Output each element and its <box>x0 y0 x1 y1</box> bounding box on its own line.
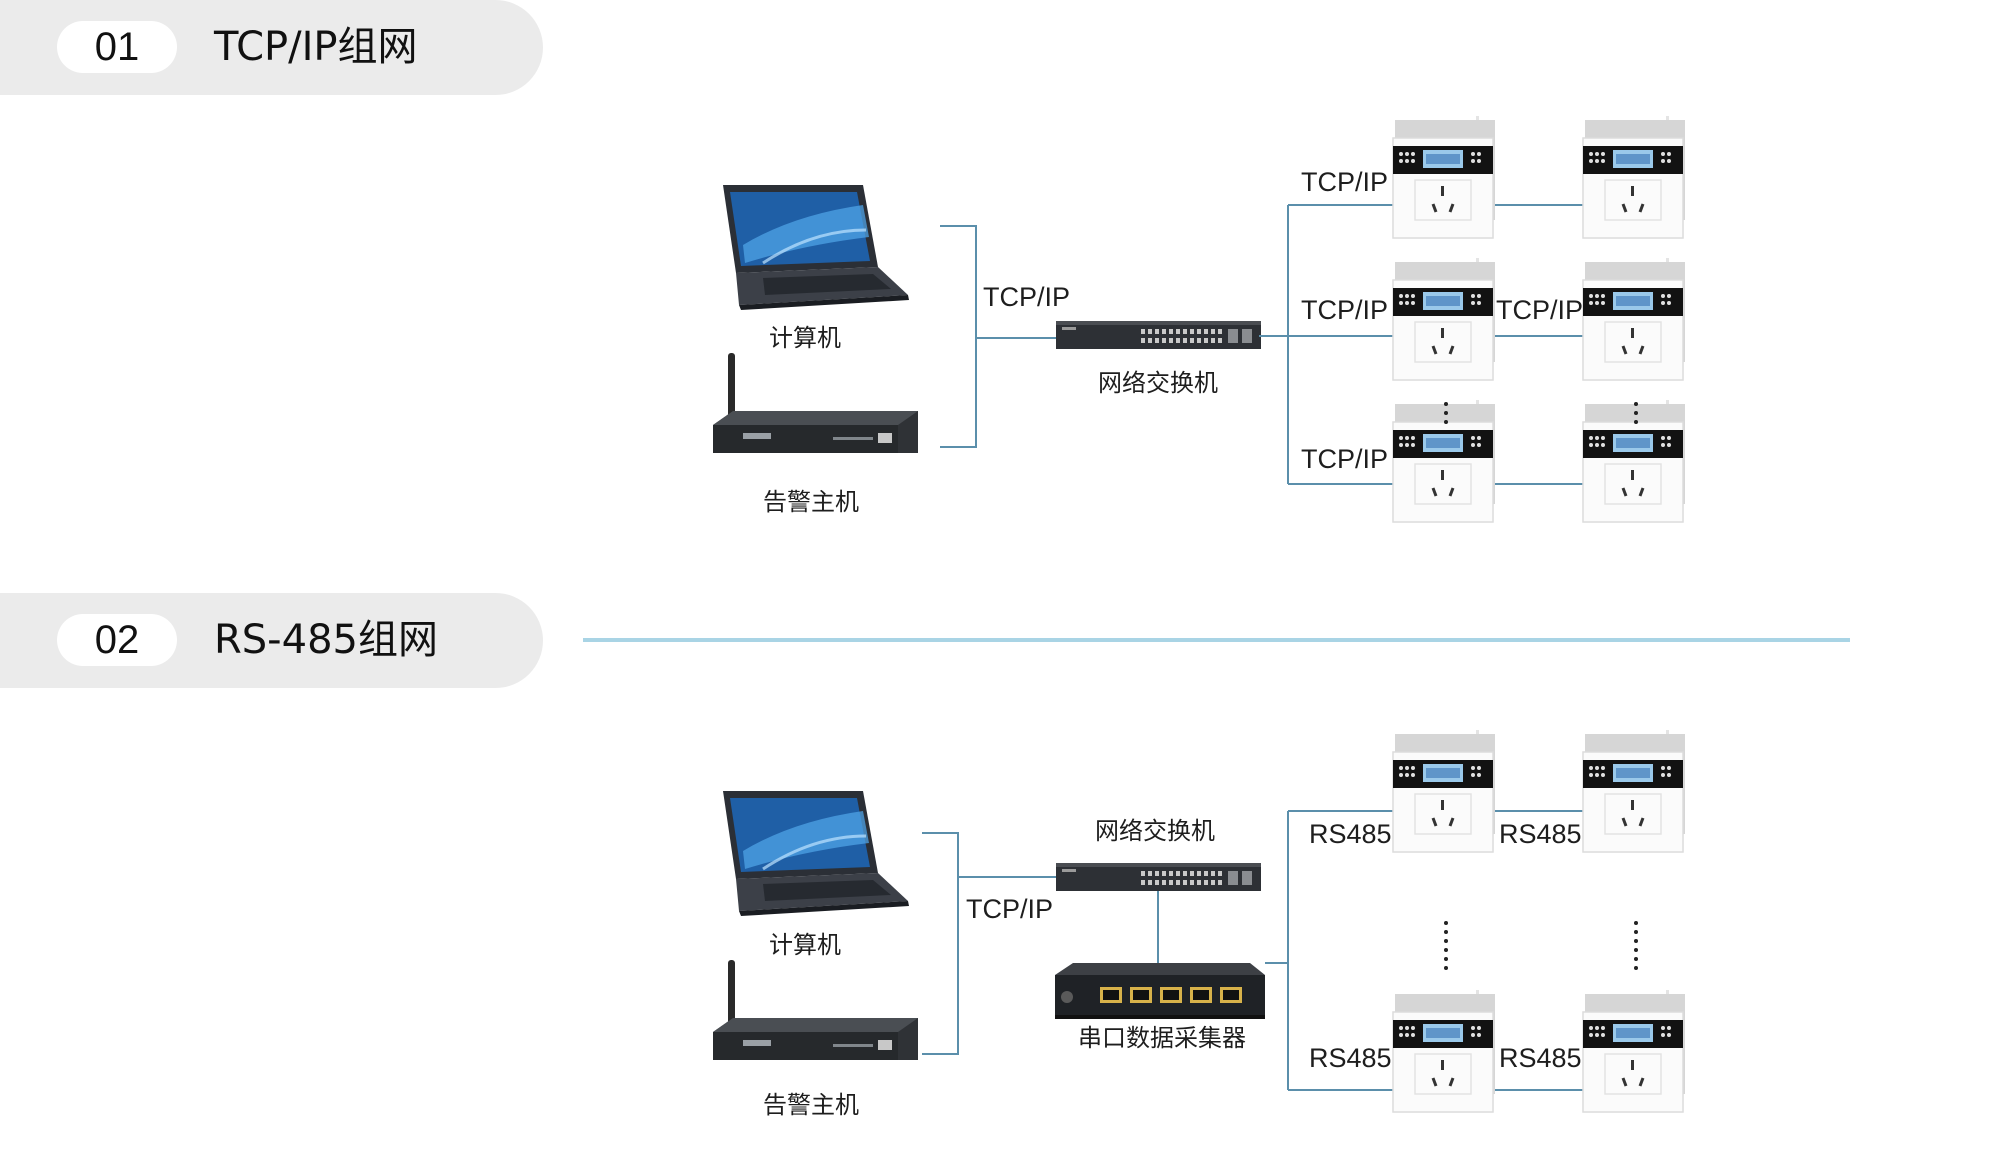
computer-label: 计算机 <box>769 324 841 352</box>
alarm-host-label: 告警主机 <box>763 1091 859 1119</box>
uplink-bracket <box>922 832 959 1055</box>
collector-label: 串口数据采集器 <box>1078 1024 1246 1052</box>
alarm-host-icon <box>713 960 918 1060</box>
smart-socket-icon <box>1391 988 1497 1114</box>
section-divider <box>583 638 1850 642</box>
laptop-icon <box>721 183 911 312</box>
alarm-host-icon <box>713 353 918 453</box>
link-protocol-label: TCP/IP <box>1301 295 1388 325</box>
tcpip-diagram: 计算机 告警主机 TCP/IP 网络交换机 TCP/IP TCP/IP TCP/… <box>713 114 1687 524</box>
smart-socket-icon <box>1391 398 1497 524</box>
switch-label: 网络交换机 <box>1095 817 1215 845</box>
link-protocol-label: TCP/IP <box>1301 444 1388 474</box>
smart-socket-icon <box>1581 398 1687 524</box>
link-protocol-label: RS485 <box>1309 819 1392 849</box>
link-protocol-label: RS485 <box>1499 1043 1582 1073</box>
ellipsis-icon <box>1444 921 1638 970</box>
uplink-protocol-label: TCP/IP <box>983 282 1070 312</box>
section-title: RS-485组网 <box>214 617 438 663</box>
rs485-diagram: 计算机 告警主机 TCP/IP 网络交换机 串口数据采集器 RS485 RS48… <box>713 728 1687 1119</box>
section-tab-rs485: 02 RS-485组网 <box>0 593 543 688</box>
section-number: 02 <box>57 614 177 666</box>
serial-collector-icon <box>1055 963 1265 1019</box>
section-number: 01 <box>57 21 177 73</box>
alarm-host-label: 告警主机 <box>763 488 859 516</box>
ellipsis-icon <box>1444 402 1638 424</box>
uplink-bracket <box>940 225 977 448</box>
section-tab-tcpip: 01 TCP/IP组网 <box>0 0 543 95</box>
laptop-icon <box>721 789 911 918</box>
smart-socket-icon <box>1391 114 1497 240</box>
section-title: TCP/IP组网 <box>214 24 418 70</box>
smart-socket-icon <box>1581 988 1687 1114</box>
smart-socket-icon <box>1391 256 1497 382</box>
network-switch-icon <box>1056 321 1261 349</box>
smart-socket-icon <box>1581 114 1687 240</box>
network-switch-icon <box>1056 863 1261 891</box>
computer-label: 计算机 <box>769 931 841 959</box>
link-protocol-label: TCP/IP <box>1496 295 1583 325</box>
smart-socket-icon <box>1391 728 1497 854</box>
link-protocol-label: TCP/IP <box>1301 167 1388 197</box>
smart-socket-icon <box>1581 728 1687 854</box>
switch-label: 网络交换机 <box>1098 369 1218 397</box>
link-protocol-label: RS485 <box>1309 1043 1392 1073</box>
uplink-protocol-label: TCP/IP <box>966 894 1053 924</box>
link-protocol-label: RS485 <box>1499 819 1582 849</box>
smart-socket-icon <box>1581 256 1687 382</box>
